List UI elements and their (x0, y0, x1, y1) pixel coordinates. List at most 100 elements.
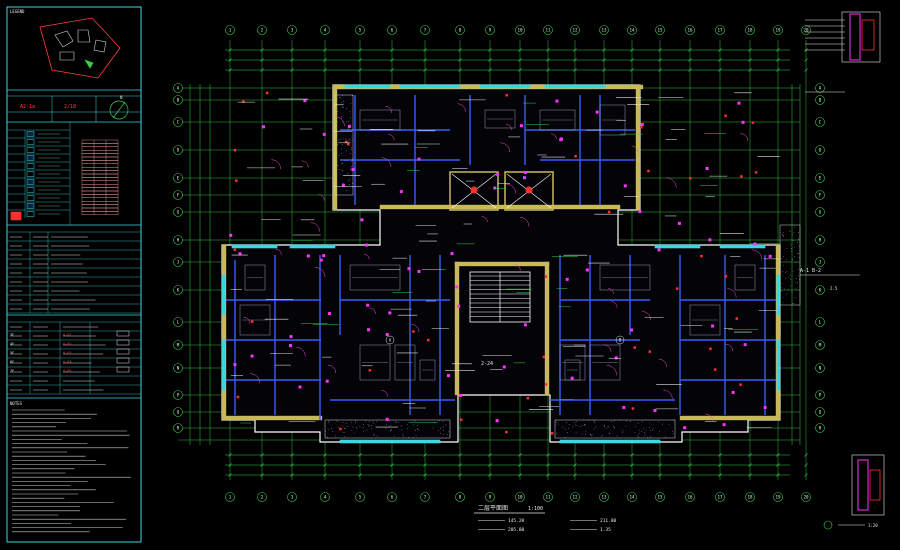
hatch-dot (652, 427, 654, 429)
axis-label-left: R (177, 426, 180, 431)
door-marker (502, 365, 506, 369)
column-marker (368, 369, 372, 372)
axis-label-top: 3 (291, 28, 294, 33)
hatch-dot (564, 437, 566, 438)
hatch-dot (798, 232, 799, 234)
hatch-dot (644, 434, 646, 436)
dimension-tick (458, 463, 462, 467)
axis-bubble (773, 492, 783, 502)
legend-box (81, 194, 119, 198)
info-code-right: 2/18 (64, 104, 76, 110)
hatch-dot (402, 433, 403, 435)
hatch-dot (782, 297, 784, 299)
axis-bubble (815, 95, 825, 105)
hatch-dot (395, 421, 397, 423)
door-marker (705, 167, 709, 171)
axis-label-left: C (819, 120, 822, 125)
door-marker (325, 379, 329, 383)
hatch-dot (608, 432, 610, 434)
hatch-dot (554, 425, 556, 427)
detail-scale: 1:20 (868, 523, 878, 528)
hatch-dot (794, 226, 796, 228)
dimension-tick (546, 68, 550, 72)
window (719, 244, 766, 249)
door-marker (623, 184, 627, 188)
hatch-dot (786, 293, 788, 295)
hatch-dot (797, 282, 798, 284)
hatch-dot (583, 419, 584, 421)
column-marker (724, 114, 727, 118)
hatch-dot (376, 421, 377, 422)
detail-section (869, 469, 881, 501)
dimension-tick (776, 58, 780, 62)
door-marker (731, 390, 735, 394)
door-marker (630, 328, 634, 332)
axis-label-top: 6 (391, 495, 394, 500)
hatch-dot (417, 429, 419, 430)
legend-row-label: 4F (10, 342, 14, 346)
hatch-dot (349, 111, 351, 113)
door-marker (523, 323, 527, 327)
hatch-dot (779, 232, 781, 234)
hatch-dot (792, 270, 794, 272)
hatch-dot (406, 423, 408, 425)
dimension-tick (423, 453, 427, 457)
hatch-dot (643, 428, 645, 429)
hatch-dot (565, 429, 567, 430)
column-marker (639, 126, 643, 129)
door-swing (271, 159, 281, 170)
axis-bubble (485, 25, 495, 35)
hatch-dot (342, 162, 343, 164)
axis-label-top: 18 (747, 28, 753, 33)
dimension-tick (688, 68, 692, 72)
dimension-tick (658, 48, 662, 52)
dimension-tick (630, 463, 634, 467)
door-marker (399, 189, 403, 193)
dimension-tick (228, 473, 232, 477)
axis-bubble (773, 25, 783, 35)
door-marker (743, 343, 747, 347)
legend-row-label: 5F (10, 351, 14, 355)
structural-wall (379, 204, 621, 210)
dimension-tick (290, 473, 294, 477)
hatch-dot (797, 253, 798, 254)
hatch-dot (389, 429, 391, 431)
hatch-dot (352, 140, 354, 141)
legend-box (81, 183, 119, 188)
legend-box (81, 146, 119, 151)
legend-box (26, 131, 35, 137)
dimension-tick (260, 68, 264, 72)
dimension-tick (290, 453, 294, 457)
axis-label-top: 7 (424, 28, 427, 33)
door-swing (610, 301, 618, 308)
axis-bubble (745, 492, 755, 502)
dimension-tick (228, 463, 232, 467)
hatch-dot (584, 424, 586, 425)
hatch-dot (327, 436, 329, 438)
door-swing (725, 343, 733, 352)
hatch-dot (386, 423, 387, 425)
hatch-dot (372, 421, 374, 422)
axis-bubble (173, 407, 183, 417)
axis-label-left: C (177, 120, 180, 125)
hatch-dot (368, 425, 370, 427)
hatch-dot (350, 147, 352, 149)
hatch-dot (783, 288, 785, 290)
door-marker (595, 110, 599, 114)
hatch-dot (341, 169, 343, 171)
hatch-dot (648, 427, 650, 429)
door-marker (229, 233, 233, 237)
dimension-tick (658, 473, 662, 477)
hatch-dot (376, 435, 378, 437)
hatch-dot (645, 430, 647, 431)
door-swing (364, 254, 370, 260)
legend-box (81, 177, 119, 181)
column-marker (233, 148, 237, 152)
hatch-dot (342, 144, 343, 146)
legend-box (81, 170, 119, 175)
hatch-dot (782, 235, 784, 237)
hatch-dot (798, 275, 799, 277)
dimension-tick (228, 48, 232, 52)
door-swing (327, 364, 337, 374)
